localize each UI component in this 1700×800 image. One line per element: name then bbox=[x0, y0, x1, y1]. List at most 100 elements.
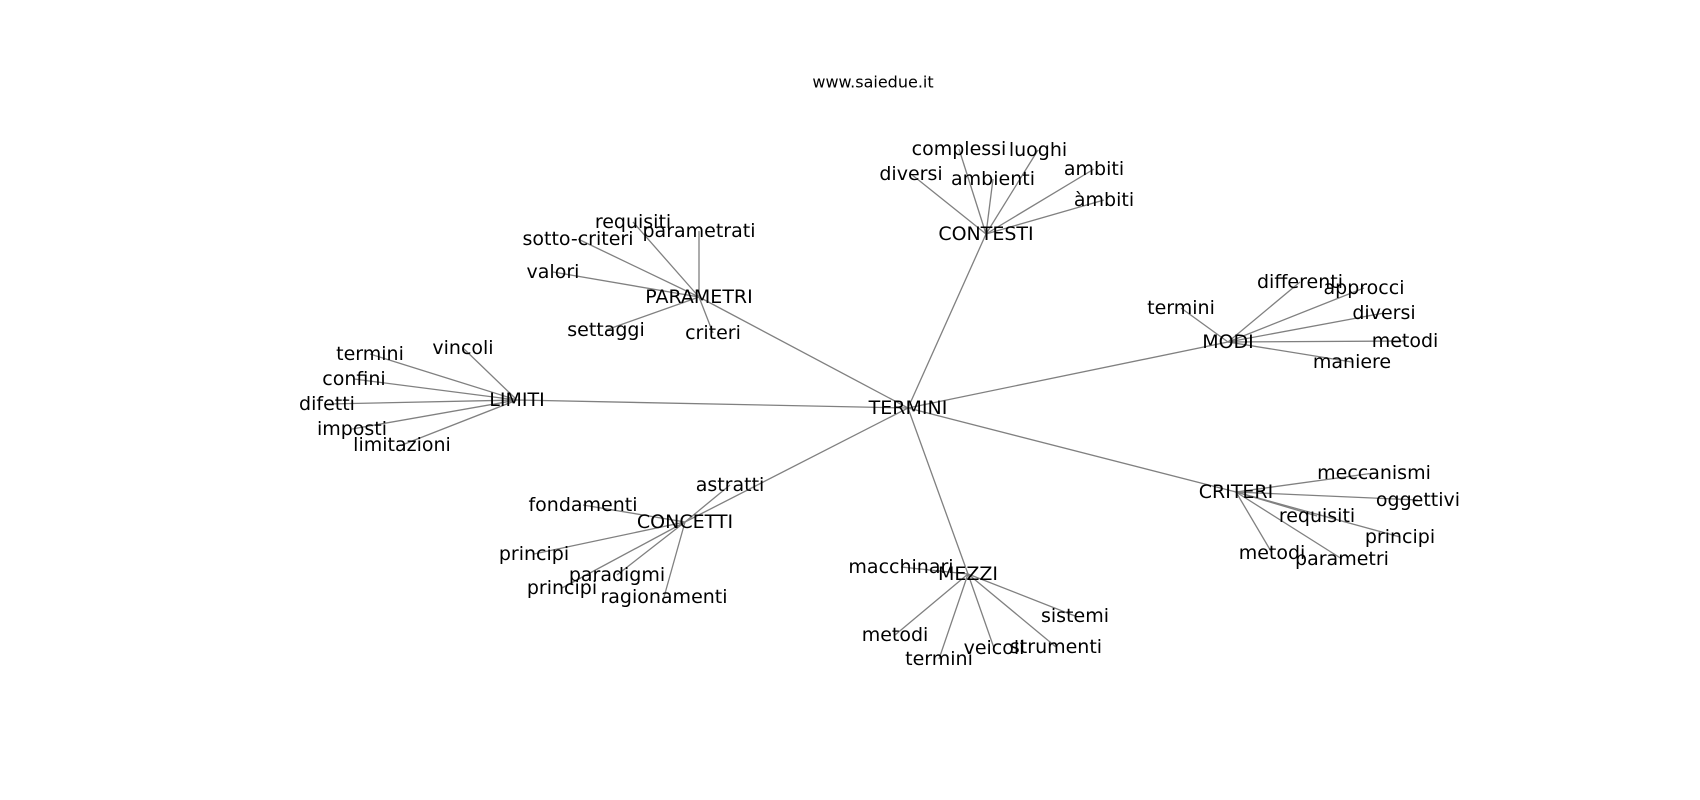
edge-contesti-leaf-0 bbox=[958, 148, 987, 235]
leaf-node-parametri-0: requisiti bbox=[595, 211, 671, 233]
edge-concetti-leaf-0 bbox=[684, 484, 731, 523]
edge-criteri-leaf-3 bbox=[1235, 491, 1401, 538]
leaf-node-modi-2: termini bbox=[1147, 297, 1215, 319]
edge-limiti-leaf-4 bbox=[351, 399, 518, 430]
leaf-node-criteri-2: requisiti bbox=[1279, 505, 1355, 527]
edge-center-criteri bbox=[907, 407, 1237, 493]
leaf-node-mezzi-4: metodi bbox=[862, 624, 929, 646]
edge-parametri-leaf-2 bbox=[577, 238, 700, 298]
edge-concetti-leaf-5 bbox=[663, 521, 686, 598]
leaf-node-modi-4: metodi bbox=[1372, 330, 1439, 352]
leaf-node-concetti-2: principi bbox=[499, 543, 569, 565]
hub-node-criteri: CRITERI bbox=[1199, 481, 1274, 503]
leaf-node-mezzi-0: macchinari bbox=[848, 556, 953, 578]
leaf-node-concetti-5: ragionamenti bbox=[600, 586, 727, 608]
edge-mezzi-leaf-5 bbox=[938, 573, 969, 660]
hub-node-modi: MODI bbox=[1202, 331, 1254, 353]
edge-limiti-leaf-5 bbox=[401, 399, 518, 446]
leaf-node-contesti-5: àmbiti bbox=[1074, 189, 1134, 211]
site-url: www.saiedue.it bbox=[812, 73, 933, 92]
edge-limiti-leaf-2 bbox=[353, 378, 518, 401]
edge-concetti-leaf-3 bbox=[616, 521, 686, 576]
edge-modi-leaf-3 bbox=[1227, 312, 1385, 343]
edge-modi-leaf-4 bbox=[1227, 340, 1406, 343]
leaf-node-limiti-0: vincoli bbox=[432, 337, 493, 359]
leaf-node-contesti-2: diversi bbox=[879, 163, 942, 185]
leaf-node-parametri-5: criteri bbox=[685, 322, 741, 344]
edge-center-modi bbox=[907, 341, 1229, 409]
edge-modi-leaf-5 bbox=[1227, 341, 1353, 363]
leaf-node-criteri-0: meccanismi bbox=[1317, 462, 1431, 484]
center-node-label: TERMINI bbox=[868, 397, 948, 419]
leaf-node-contesti-4: ambiti bbox=[1064, 158, 1124, 180]
hub-node-limiti: LIMITI bbox=[489, 389, 544, 411]
edge-mezzi-leaf-4 bbox=[894, 573, 969, 636]
leaf-node-concetti-0: astratti bbox=[696, 474, 765, 496]
edge-criteri-leaf-5 bbox=[1235, 491, 1343, 560]
leaf-node-parametri-2: sotto-criteri bbox=[522, 228, 633, 250]
hub-node-contesti: CONTESTI bbox=[938, 223, 1033, 245]
edge-mezzi-leaf-0 bbox=[900, 566, 969, 575]
leaf-node-limiti-3: difetti bbox=[299, 393, 355, 415]
leaf-node-criteri-3: principi bbox=[1365, 526, 1435, 548]
edge-contesti-leaf-4 bbox=[985, 168, 1095, 235]
hub-node-mezzi: MEZZI bbox=[938, 563, 998, 585]
edge-criteri-leaf-4 bbox=[1235, 491, 1273, 554]
edge-contesti-leaf-5 bbox=[985, 199, 1105, 235]
leaf-node-modi-3: diversi bbox=[1352, 302, 1415, 324]
edge-mezzi-leaf-2 bbox=[967, 573, 1057, 648]
leaf-node-modi-0: differenti bbox=[1257, 271, 1343, 293]
hub-node-parametri: PARAMETRI bbox=[645, 286, 752, 308]
edge-center-contesti bbox=[907, 233, 987, 409]
hub-node-concetti: CONCETTI bbox=[637, 511, 733, 533]
leaf-node-criteri-1: oggettivi bbox=[1376, 489, 1460, 511]
edge-modi-leaf-1 bbox=[1227, 287, 1365, 343]
edge-limiti-leaf-0 bbox=[462, 347, 518, 401]
edge-mezzi-leaf-1 bbox=[967, 573, 1076, 617]
leaf-node-contesti-0: complessi bbox=[912, 138, 1007, 160]
leaf-node-concetti-1: fondamenti bbox=[528, 494, 637, 516]
edge-center-limiti bbox=[516, 399, 909, 409]
edge-center-concetti bbox=[684, 407, 909, 523]
edge-criteri-leaf-1 bbox=[1235, 491, 1419, 501]
edge-concetti-leaf-2 bbox=[533, 521, 686, 555]
leaf-node-limiti-5: limitazioni bbox=[353, 434, 451, 456]
leaf-node-contesti-1: luoghi bbox=[1009, 139, 1067, 161]
leaf-node-mezzi-2: strumenti bbox=[1010, 636, 1102, 658]
edge-modi-leaf-0 bbox=[1227, 281, 1301, 343]
edge-concetti-leaf-4 bbox=[561, 521, 686, 589]
edge-parametri-leaf-3 bbox=[552, 271, 700, 298]
edge-center-mezzi bbox=[907, 407, 969, 575]
leaf-node-contesti-3: ambienti bbox=[951, 168, 1035, 190]
edge-concetti-leaf-1 bbox=[582, 504, 686, 523]
leaf-node-modi-1: approcci bbox=[1324, 277, 1405, 299]
edge-center-parametri bbox=[698, 296, 909, 409]
leaf-node-criteri-4: metodi bbox=[1239, 542, 1306, 564]
leaf-node-parametri-3: valori bbox=[527, 261, 580, 283]
leaf-node-parametri-1: parametrati bbox=[643, 220, 756, 242]
edge-contesti-leaf-3 bbox=[985, 178, 994, 235]
leaf-node-limiti-1: termini bbox=[336, 343, 404, 365]
leaf-node-limiti-2: confini bbox=[322, 368, 385, 390]
leaf-node-modi-5: maniere bbox=[1313, 351, 1391, 373]
leaf-node-concetti-3: paradigmi bbox=[569, 564, 665, 586]
edge-mezzi-leaf-3 bbox=[967, 573, 995, 649]
leaf-node-mezzi-3: veicoli bbox=[964, 637, 1025, 659]
leaf-node-mezzi-1: sistemi bbox=[1041, 605, 1109, 627]
leaf-node-criteri-5: parametri bbox=[1295, 548, 1389, 570]
edge-parametri-leaf-5 bbox=[698, 296, 714, 334]
leaf-node-parametri-4: settaggi bbox=[567, 319, 645, 341]
leaf-node-mezzi-5: termini bbox=[905, 648, 973, 670]
edge-limiti-leaf-3 bbox=[326, 399, 518, 405]
edge-modi-leaf-2 bbox=[1180, 307, 1229, 343]
edge-parametri-leaf-0 bbox=[632, 221, 700, 298]
edges-layer bbox=[326, 148, 1419, 660]
edge-parametri-leaf-4 bbox=[605, 296, 700, 331]
leaf-node-concetti-4: principi bbox=[527, 577, 597, 599]
edge-contesti-leaf-2 bbox=[910, 173, 987, 235]
leaf-node-limiti-4: imposti bbox=[317, 418, 387, 440]
edge-contesti-leaf-1 bbox=[985, 149, 1039, 235]
edge-criteri-leaf-0 bbox=[1235, 472, 1375, 493]
